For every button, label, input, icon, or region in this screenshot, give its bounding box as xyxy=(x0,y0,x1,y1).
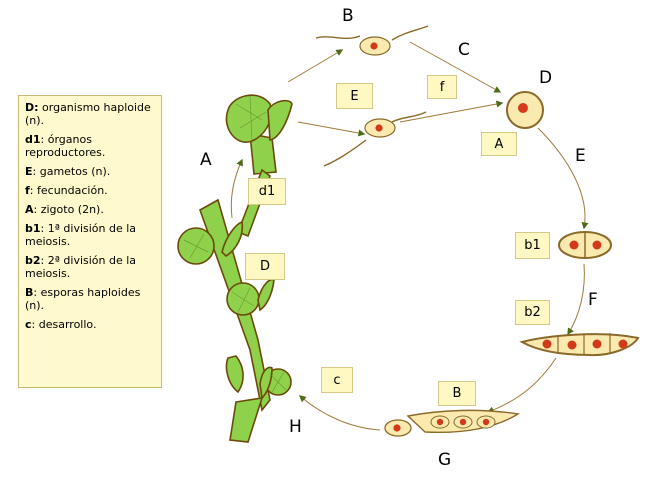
arrow-plant-to-upper-gamete xyxy=(287,49,344,83)
arrow-plant-to-lower-gamete xyxy=(297,121,366,137)
stem-base xyxy=(229,397,264,443)
stage-letter-D: D xyxy=(539,68,553,88)
label-box-f: f xyxy=(427,75,457,99)
lower-gamete xyxy=(323,111,427,167)
legend-item: D: organismo haploide (n). xyxy=(25,101,151,127)
label-box-c: c xyxy=(321,367,353,393)
arrow-b1-to-b2 xyxy=(567,263,585,336)
stage-letter-G: G xyxy=(438,450,452,470)
stage-letter-C: C xyxy=(458,40,470,60)
label-box-B: B xyxy=(438,381,476,406)
stage-letter-A: A xyxy=(200,150,212,170)
label-box-E: E xyxy=(336,83,373,109)
arrow-zygote-to-b1 xyxy=(537,127,589,230)
stage-letter-H: H xyxy=(289,417,302,437)
label-box-b2: b2 xyxy=(515,300,550,325)
plant-organism xyxy=(177,94,293,443)
legend-item: E: gametos (n). xyxy=(25,165,111,178)
meiosis-one-cells xyxy=(558,231,612,259)
arrow-spores-to-plant xyxy=(298,395,381,431)
legend-item: A: zigoto (2n). xyxy=(25,203,104,216)
spores xyxy=(384,409,520,437)
arrow-upper-gamete-to-zygote xyxy=(409,41,502,93)
meiosis-two-cells xyxy=(519,333,640,357)
legend-item: f: fecundación. xyxy=(25,184,108,197)
legend-panel: D: organismo haploide (n). d1: órganos r… xyxy=(18,95,162,388)
plant-cell-texture xyxy=(183,95,287,393)
arrow-lower-gamete-to-zygote xyxy=(399,100,504,123)
cycle-arrows xyxy=(230,41,589,431)
label-box-D: D xyxy=(245,253,285,280)
arrow-plant-growth xyxy=(230,158,243,219)
legend-item: c: desarrollo. xyxy=(25,318,97,331)
zygote-cell xyxy=(506,91,544,129)
legend-item: b2: 2ª división de la meiosis. xyxy=(25,254,137,280)
upper-gamete xyxy=(315,25,429,56)
label-box-d1: d1 xyxy=(248,178,286,205)
arrow-b2-to-spores xyxy=(486,357,557,414)
label-box-b1: b1 xyxy=(515,232,550,259)
label-box-A: A xyxy=(481,132,517,156)
stage-letter-E: E xyxy=(575,146,586,166)
stage-letter-B: B xyxy=(342,6,354,26)
legend-item: b1: 1ª división de la meiosis. xyxy=(25,222,137,248)
stage-letter-F: F xyxy=(588,290,598,310)
legend-item: d1: órganos reproductores. xyxy=(25,133,106,159)
upper-stem xyxy=(249,133,277,175)
legend-item: B: esporas haploides (n). xyxy=(25,286,141,312)
